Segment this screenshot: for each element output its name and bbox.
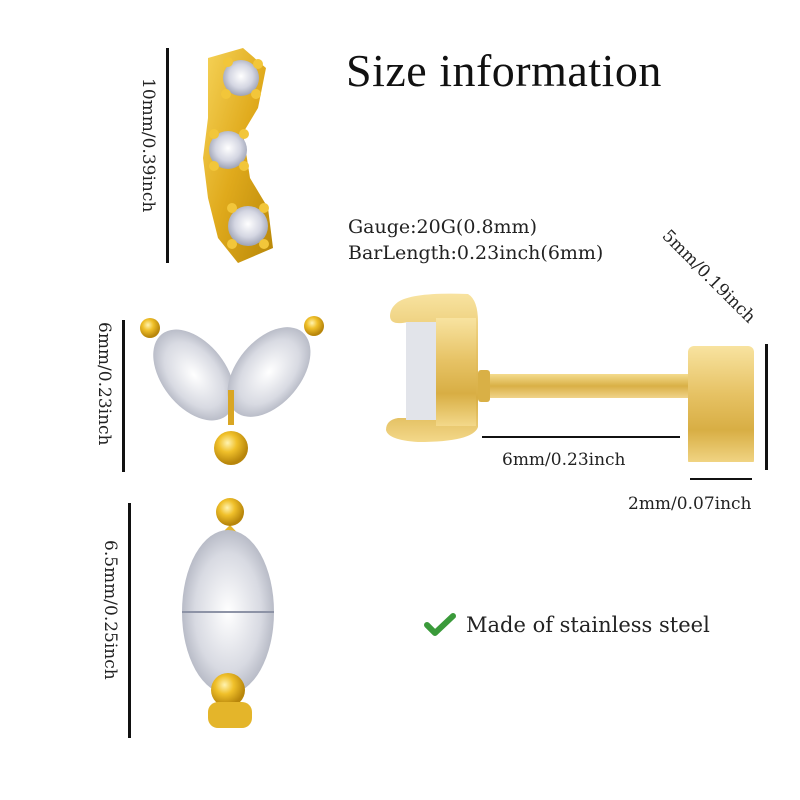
dimension-line-bar (482, 436, 680, 438)
check-icon (424, 612, 456, 638)
dimension-line-back-width (690, 478, 752, 480)
dimension-label-back-width: 2mm/0.07inch (628, 494, 752, 514)
material-text: Made of stainless steel (466, 613, 710, 637)
dimension-line-top-diameter (765, 344, 768, 470)
product-side-view (378, 292, 758, 462)
dimension-label-bar: 6mm/0.23inch (502, 450, 626, 470)
product-image-leaf (134, 310, 334, 475)
page-title: Size information (346, 45, 662, 96)
dimension-line-product-2 (122, 320, 125, 472)
product-image-marquise (170, 490, 290, 740)
product-image-three-stone (188, 38, 288, 268)
dimension-label-product-1: 10mm/0.39inch (138, 78, 158, 213)
dimension-label-product-2: 6mm/0.23inch (94, 322, 114, 446)
dimension-label-product-3: 6.5mm/0.25inch (100, 540, 120, 680)
material-note: Made of stainless steel (424, 612, 710, 638)
dimension-line-product-1 (166, 48, 169, 263)
gauge-spec: Gauge:20G(0.8mm) (348, 216, 537, 238)
bar-length-spec: BarLength:0.23inch(6mm) (348, 242, 604, 264)
dimension-line-product-3 (128, 503, 131, 738)
